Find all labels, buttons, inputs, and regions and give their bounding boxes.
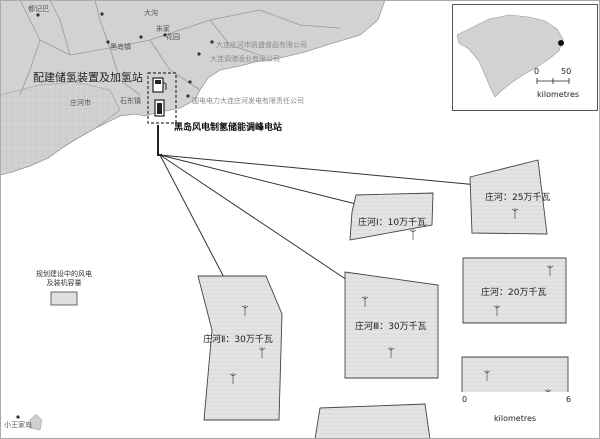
inset-scale-max: 50 <box>561 67 572 76</box>
scalebar: 0 6 kilometres <box>440 392 596 434</box>
inset-map: 0 50 kilometres <box>452 4 598 111</box>
station-cable <box>157 125 162 156</box>
farm-label-zh1: 庄河Ⅰ：10万千瓦 <box>358 218 427 228</box>
station-boundary <box>147 72 177 124</box>
place-label-1: 都记巴 <box>28 5 49 13</box>
inset-peninsula <box>456 14 564 98</box>
farm-label-zh3: 庄河Ⅲ：30万千瓦 <box>355 322 427 332</box>
place-label-3: 大沟 <box>144 9 158 17</box>
company-label-3: 国电电力大连庄河发电有限责任公司 <box>192 97 304 105</box>
fuel-station-icon <box>152 77 167 93</box>
farm-zh3-area <box>344 271 439 379</box>
farm-label-zh2: 庄河Ⅱ：30万千瓦 <box>203 335 273 345</box>
inset-location-dot <box>558 40 564 46</box>
farm-zh20-area <box>462 257 567 324</box>
legend-label: 规划建设中的风电 及装机容量 <box>34 270 94 288</box>
legend-label-line2: 及装机容量 <box>46 279 82 287</box>
place-label-4: 朱家 <box>156 25 170 33</box>
scalebar-unit: kilometres <box>494 414 537 423</box>
cable-routes <box>159 154 479 309</box>
place-label-2: 黑岛镇 <box>110 43 131 51</box>
farm-label-zh20: 庄河：20万千瓦 <box>481 288 547 298</box>
small-island <box>29 413 43 431</box>
scalebar-max: 6 <box>566 395 572 404</box>
station-label: 黑岛风电制氢储能调峰电站 <box>174 123 283 133</box>
company-label-1: 大连庄河市凯盛食品有限公司 <box>216 41 307 49</box>
place-label-7: 石东镇 <box>120 97 141 105</box>
place-label-6: 庄河市 <box>70 99 91 107</box>
farm-zh1-area <box>349 192 434 241</box>
farm-zh25-area <box>469 159 548 235</box>
legend-label-line1: 规划建设中的风电 <box>36 270 92 278</box>
place-label-8: 小王家岛 <box>4 421 32 429</box>
farm-zh2-area <box>197 275 283 421</box>
scalebar-min: 0 <box>462 395 468 404</box>
place-dots <box>16 12 214 419</box>
inset-scale-unit: kilometres <box>537 90 580 99</box>
place-label-5: 花园 <box>166 33 180 41</box>
main-facility-label: 配建储氢装置及加氢站 <box>33 71 143 84</box>
roads <box>19 0 341 96</box>
pond-grid <box>0 81 121 176</box>
legend-swatch <box>50 291 78 306</box>
company-label-2: 大连调港渔业有限公司 <box>210 55 280 63</box>
farm-bottom-area <box>314 403 431 439</box>
farm-label-zh25: 庄河：25万千瓦 <box>485 193 551 203</box>
inset-svg <box>456 14 570 98</box>
inset-scale-min: 0 <box>534 67 540 76</box>
battery-icon <box>154 99 165 117</box>
